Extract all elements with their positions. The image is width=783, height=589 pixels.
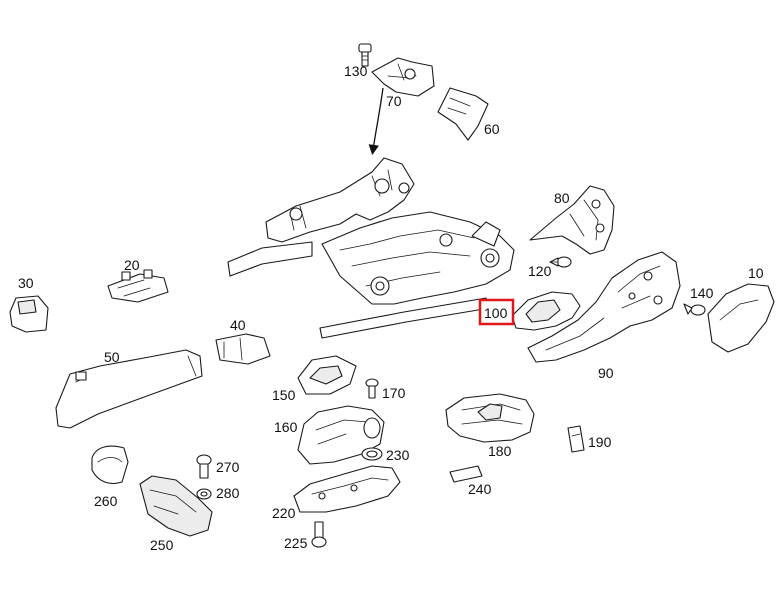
callout-280: 280 [216,485,240,501]
callout-60: 60 [484,121,500,137]
callout-40: 40 [230,317,246,333]
callout-160: 160 [274,419,298,435]
callout-90: 90 [598,365,614,381]
callout-70: 70 [386,93,402,109]
callout-260: 260 [94,493,118,509]
seat-frame-assembly [227,157,515,339]
part-220-lower-cover [293,465,401,513]
callout-labels: 130 70 60 80 120 10 140 90 20 30 40 50 1… [18,63,764,553]
callout-100: 100 [484,305,508,321]
part-190-clip [567,425,585,453]
callout-140: 140 [690,285,714,301]
callout-130: 130 [344,63,368,79]
part-30-block [9,295,49,333]
callout-20: 20 [124,257,140,273]
part-90-side-trim [527,251,681,363]
part-270-bolt [196,454,212,479]
part-240-pad [449,465,483,483]
part-130-bolt [358,43,372,67]
callout-80: 80 [554,190,570,206]
callout-190: 190 [588,434,612,450]
callout-100-highlight-box [478,298,515,326]
part-260-strap [91,445,129,485]
callout-240: 240 [468,481,492,497]
callout-170: 170 [382,385,406,401]
part-100-handle-cover [511,291,581,331]
callout-150: 150 [272,387,296,403]
part-70-bracket [368,57,435,156]
part-150-cover [297,355,357,395]
part-10-cap [707,283,775,353]
callout-220: 220 [272,505,296,521]
part-225-bolt [311,521,327,548]
part-20-clip [107,269,169,303]
part-120-screw [549,256,572,268]
callout-230: 230 [386,447,410,463]
part-230-grommet [361,447,383,461]
part-250-housing [139,475,213,537]
callout-10: 10 [748,265,764,281]
part-140-screw [683,303,706,316]
part-280-washer [196,488,212,500]
callout-270: 270 [216,459,240,475]
callout-120: 120 [528,263,552,279]
callout-30: 30 [18,275,34,291]
part-80-bracket [529,185,615,255]
part-60-plate [437,87,489,141]
part-40-bracket [215,333,271,365]
callout-180: 180 [488,443,512,459]
callout-50: 50 [104,349,120,365]
part-180-plate [445,393,535,443]
part-170-bolt [365,378,379,399]
part-160-housing [297,405,385,465]
callout-225: 225 [284,535,308,551]
callout-250: 250 [150,537,174,553]
part-50-rail-cover [55,349,203,429]
